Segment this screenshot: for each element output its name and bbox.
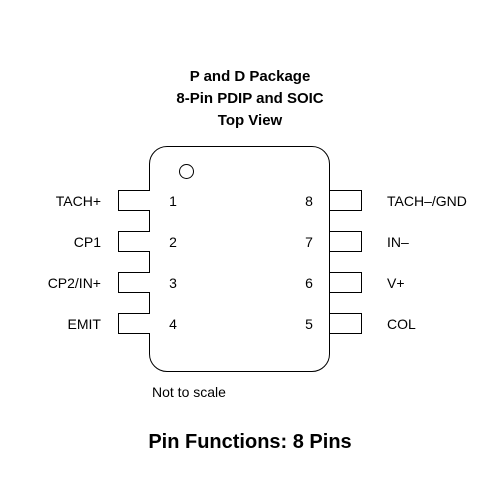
- pin-7-label: IN–: [387, 234, 409, 250]
- pin-1-number: 1: [169, 193, 177, 209]
- not-to-scale-note: Not to scale: [152, 384, 226, 400]
- package-title-line-1: P and D Package: [189, 68, 311, 85]
- pin-3-label: CP2/IN+: [47, 275, 101, 291]
- pin-2-number: 2: [169, 234, 177, 250]
- pin-8-number: 8: [305, 193, 313, 209]
- pin-6-label: V+: [387, 275, 405, 291]
- pin-4-label: EMIT: [67, 316, 101, 332]
- package-title-line-3: Top View: [217, 112, 283, 129]
- pin-6-number: 6: [305, 275, 313, 291]
- pin-6-lead: [330, 272, 362, 293]
- pin-8-lead: [330, 190, 362, 211]
- pin-1-label: TACH+: [55, 193, 101, 209]
- pin-7-number: 7: [305, 234, 313, 250]
- pin-5-lead: [330, 313, 362, 334]
- pin-3-number: 3: [169, 275, 177, 291]
- pin-5-label: COL: [387, 316, 416, 332]
- figure-caption: Pin Functions: 8 Pins: [148, 431, 352, 453]
- package-title-line-2: 8-Pin PDIP and SOIC: [176, 90, 324, 107]
- pin-5-number: 5: [305, 316, 313, 332]
- pin-2-lead: [118, 231, 150, 252]
- pin-4-number: 4: [169, 316, 177, 332]
- pin-4-lead: [118, 313, 150, 334]
- pin-2-label: CP1: [73, 234, 101, 250]
- pin-3-lead: [118, 272, 150, 293]
- pin1-indicator-dot: [179, 164, 194, 179]
- ic-package-body: [149, 146, 330, 372]
- pin-7-lead: [330, 231, 362, 252]
- pin-8-label: TACH–/GND: [387, 193, 467, 209]
- pin-1-lead: [118, 190, 150, 211]
